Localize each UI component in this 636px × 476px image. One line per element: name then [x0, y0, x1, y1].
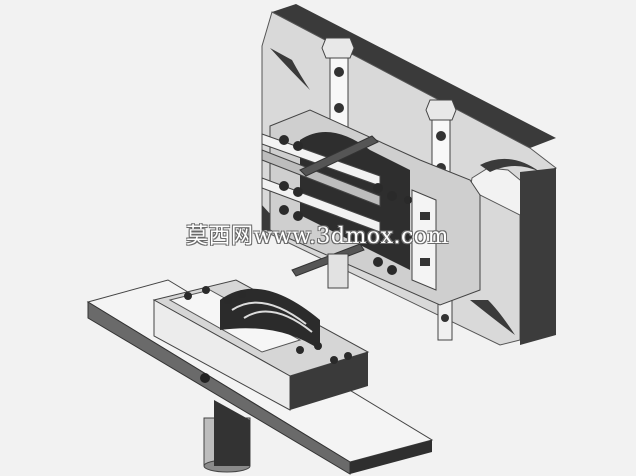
- watermark-text: 莫西网www.3dmox.com: [186, 224, 449, 249]
- lower-mold: [86, 279, 434, 475]
- die-block: [261, 109, 481, 306]
